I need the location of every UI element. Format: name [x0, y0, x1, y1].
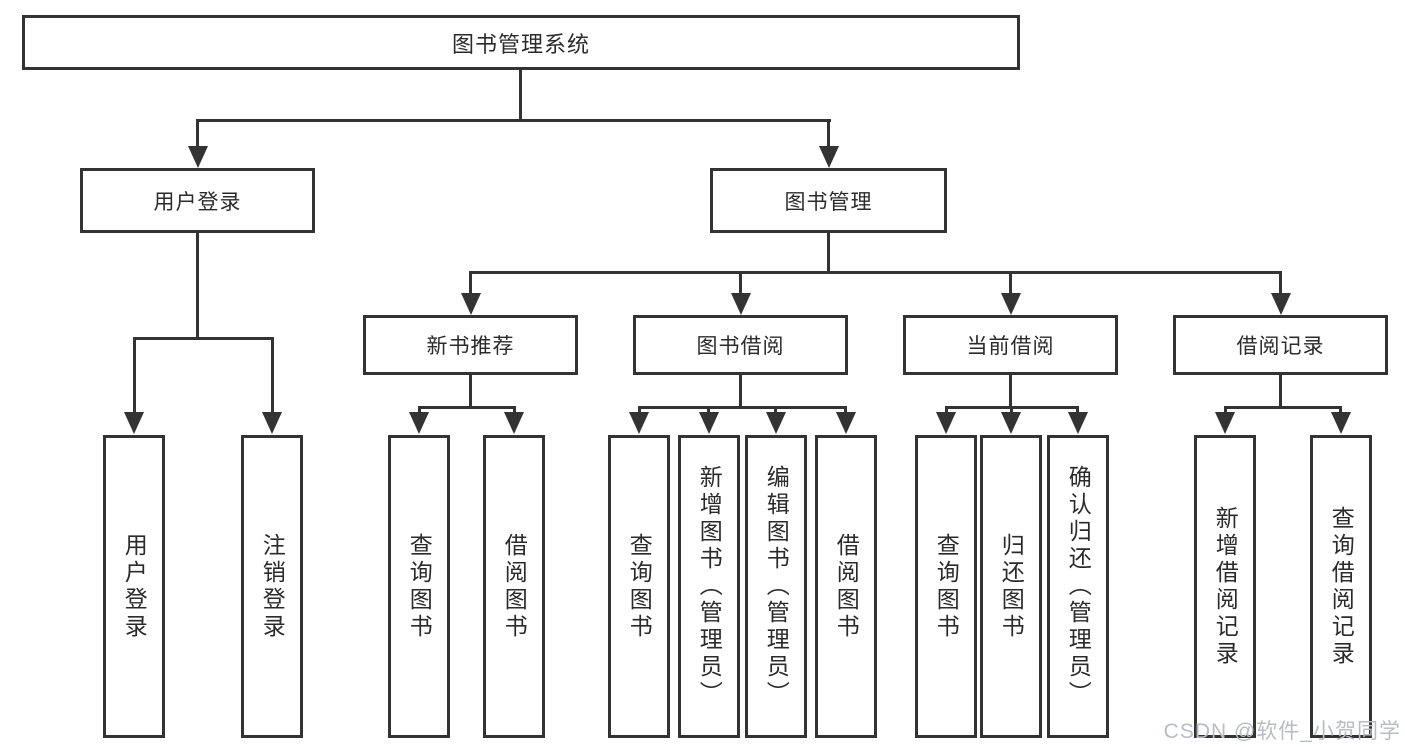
connector-user-login-stem [196, 233, 199, 340]
connector-drop-book-management [827, 119, 830, 152]
leaf-logout: 注销登录 [241, 435, 303, 738]
node-label: 图书管理 [784, 190, 873, 214]
arrowhead-down [1068, 412, 1088, 434]
arrowhead-down [461, 293, 481, 315]
arrowhead-down [699, 412, 719, 434]
arrowhead-down [766, 412, 786, 434]
arrowhead-down [504, 412, 524, 434]
arrowhead-down [409, 412, 429, 434]
leaf-borrow-books: 借阅图书 [815, 435, 877, 738]
node-label: 图书借阅 [696, 335, 785, 358]
arrowhead-down [124, 412, 144, 434]
leaf-label: 用户登录 [121, 532, 148, 641]
node-label: 图书管理系统 [451, 31, 590, 57]
leaf-label: 借阅图书 [501, 532, 528, 641]
node-label: 当前借阅 [966, 335, 1055, 358]
connector-drop-leaf [418, 406, 421, 414]
arrowhead-down [1331, 412, 1351, 434]
arrowhead-down [1215, 412, 1235, 434]
leaf-borrow-books: 借阅图书 [483, 435, 545, 738]
connector-drop-current-borrow [1009, 271, 1012, 296]
leaf-add-books-admin: 新增图书（管理员） [678, 435, 740, 738]
leaf-label: 查询图书 [933, 532, 960, 641]
leaf-user-login: 用户登录 [103, 435, 165, 738]
connector-new-book-recommend-split [418, 406, 516, 409]
connector-drop-leaf [1076, 406, 1079, 414]
node-library-management-system: 图书管理系统 [22, 15, 1020, 70]
node-label: 用户登录 [153, 190, 242, 214]
node-book-borrow: 图书借阅 [633, 315, 848, 375]
connector-drop-leaf [844, 406, 847, 414]
connector-drop-book-borrow [739, 271, 742, 296]
connector-drop-leaf [513, 406, 516, 414]
connector-drop-leaf [1010, 406, 1013, 414]
connector-book-management-stem [827, 233, 830, 274]
leaf-confirm-return-admin: 确认归还（管理员） [1047, 435, 1109, 738]
arrowhead-down [819, 146, 839, 168]
arrowhead-down [836, 412, 856, 434]
leaf-label: 新增借阅记录 [1212, 505, 1239, 668]
node-borrow-record: 借阅记录 [1173, 315, 1388, 375]
leaf-edit-books-admin: 编辑图书（管理员） [745, 435, 807, 738]
leaf-label: 确认归还（管理员） [1065, 465, 1092, 708]
node-label: 借阅记录 [1236, 335, 1325, 358]
connector-drop-leaf [638, 406, 641, 414]
connector-drop-leaf [774, 406, 777, 414]
connector-root-stem [519, 68, 522, 122]
leaf-label: 注销登录 [259, 532, 286, 641]
connector-drop-leaf [1224, 406, 1227, 414]
leaf-label: 查询图书 [406, 532, 433, 641]
leaf-query-borrow-record: 查询借阅记录 [1310, 435, 1372, 738]
node-current-borrow: 当前借阅 [903, 315, 1118, 375]
arrowhead-down [1001, 412, 1021, 434]
leaf-return-books: 归还图书 [980, 435, 1042, 738]
connector-book-borrow-stem [739, 375, 742, 409]
arrowhead-down [1271, 293, 1291, 315]
node-user-login: 用户登录 [80, 168, 315, 233]
leaf-label: 查询借阅记录 [1328, 505, 1355, 668]
arrowhead-down [731, 293, 751, 315]
arrowhead-down [262, 412, 282, 434]
leaf-add-borrow-record: 新增借阅记录 [1194, 435, 1256, 738]
arrowhead-down [936, 412, 956, 434]
leaf-label: 借阅图书 [833, 532, 860, 641]
leaf-label: 归还图书 [998, 532, 1025, 641]
connector-new-book-recommend-stem [469, 375, 472, 409]
connector-root-split [196, 119, 831, 122]
connector-borrow-record-split [1224, 406, 1342, 409]
node-book-management: 图书管理 [710, 168, 947, 233]
connector-current-borrow-stem [1009, 375, 1012, 409]
watermark-text: CSDN @软件_小贺同学 [1163, 720, 1401, 743]
arrowhead-down [1001, 293, 1021, 315]
connector-book-management-split [469, 271, 1282, 274]
connector-book-borrow-split [638, 406, 847, 409]
arrowhead-down [188, 146, 208, 168]
connector-drop-leaf [1339, 406, 1342, 414]
connector-user-login-split [133, 337, 274, 340]
leaf-query-books: 查询图书 [608, 435, 670, 738]
connector-drop-leaf [707, 406, 710, 414]
node-label: 新书推荐 [426, 335, 515, 358]
connector-drop-user-login [196, 119, 199, 152]
leaf-query-books: 查询图书 [915, 435, 977, 738]
leaf-label: 新增图书（管理员） [696, 465, 723, 708]
connector-drop-leaf [271, 337, 274, 413]
connector-borrow-record-stem [1279, 375, 1282, 409]
leaf-label: 查询图书 [626, 532, 653, 641]
connector-drop-leaf [133, 337, 136, 413]
arrowhead-down [629, 412, 649, 434]
connector-drop-borrow-record [1279, 271, 1282, 296]
leaf-query-books: 查询图书 [388, 435, 450, 738]
connector-drop-new-book-recommend [469, 271, 472, 296]
connector-drop-leaf [945, 406, 948, 414]
node-new-book-recommend: 新书推荐 [363, 315, 578, 375]
leaf-label: 编辑图书（管理员） [763, 465, 790, 708]
